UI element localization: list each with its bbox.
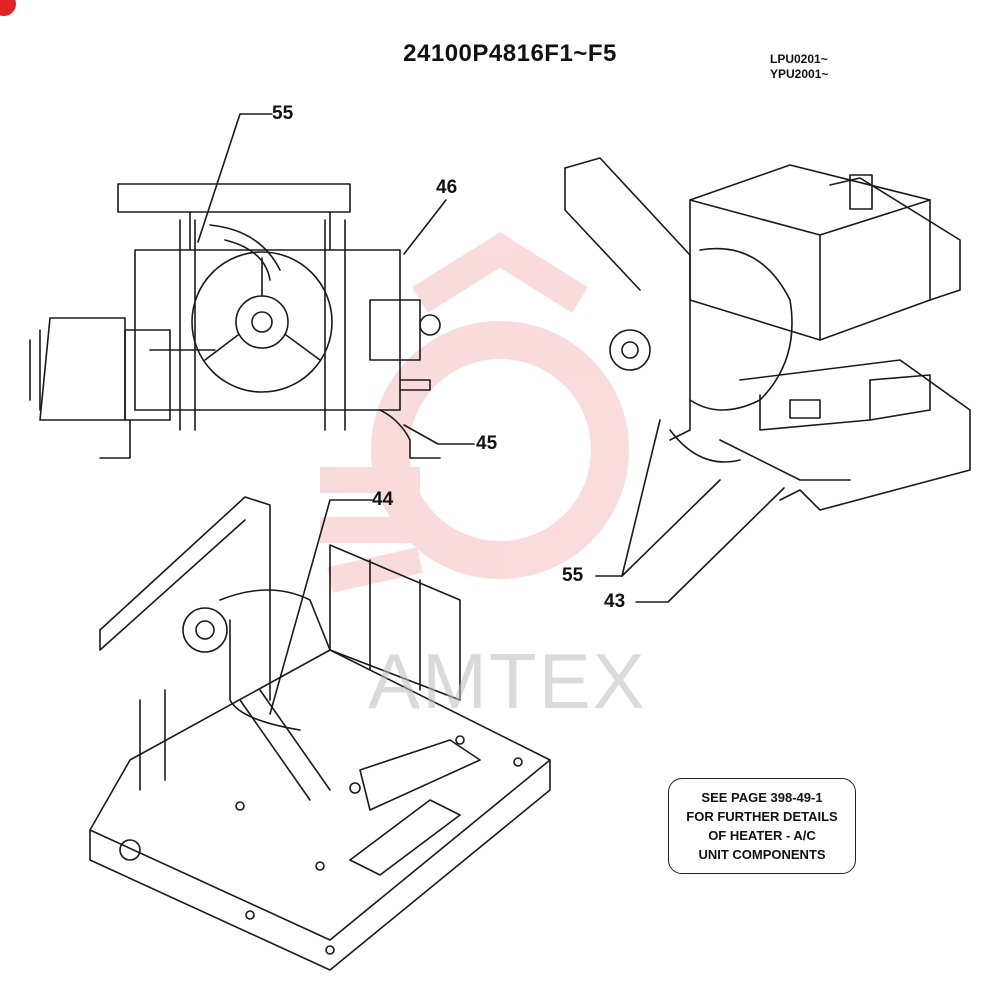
note-line: SEE PAGE 398-49-1 [701,790,823,805]
callout-55-top: 55 [272,103,294,124]
serial-range-line: YPU2001~ [770,67,829,81]
leader-43 [635,487,785,603]
page-corner-badge [0,0,16,16]
serial-range: LPU0201~ YPU2001~ [770,52,860,82]
leader-46 [403,199,447,255]
leader-55-top [197,113,273,243]
watermark-text: AMTEX [368,637,647,725]
top-left-unit-drawing [29,183,441,459]
leader-45 [403,424,475,445]
top-right-unit-drawing [564,157,971,511]
leader-55-right-b [621,479,721,577]
note-line: UNIT COMPONENTS [698,847,826,862]
note-line: FOR FURTHER DETAILS [686,809,838,824]
leader-44 [269,499,373,715]
callout-44: 44 [372,489,394,510]
bottom-unit-drawing [89,496,551,971]
callout-46: 46 [436,177,458,198]
note-line: OF HEATER - A/C [708,828,816,843]
diagram-title: 24100P4816F1~F5 [403,40,617,67]
watermark-logo [320,232,629,593]
reference-note-box: SEE PAGE 398-49-1 FOR FURTHER DETAILS OF… [668,778,856,874]
callout-45: 45 [476,433,498,454]
callout-43: 43 [604,591,626,612]
callout-55-right: 55 [562,565,584,586]
serial-range-line: LPU0201~ [770,52,828,66]
